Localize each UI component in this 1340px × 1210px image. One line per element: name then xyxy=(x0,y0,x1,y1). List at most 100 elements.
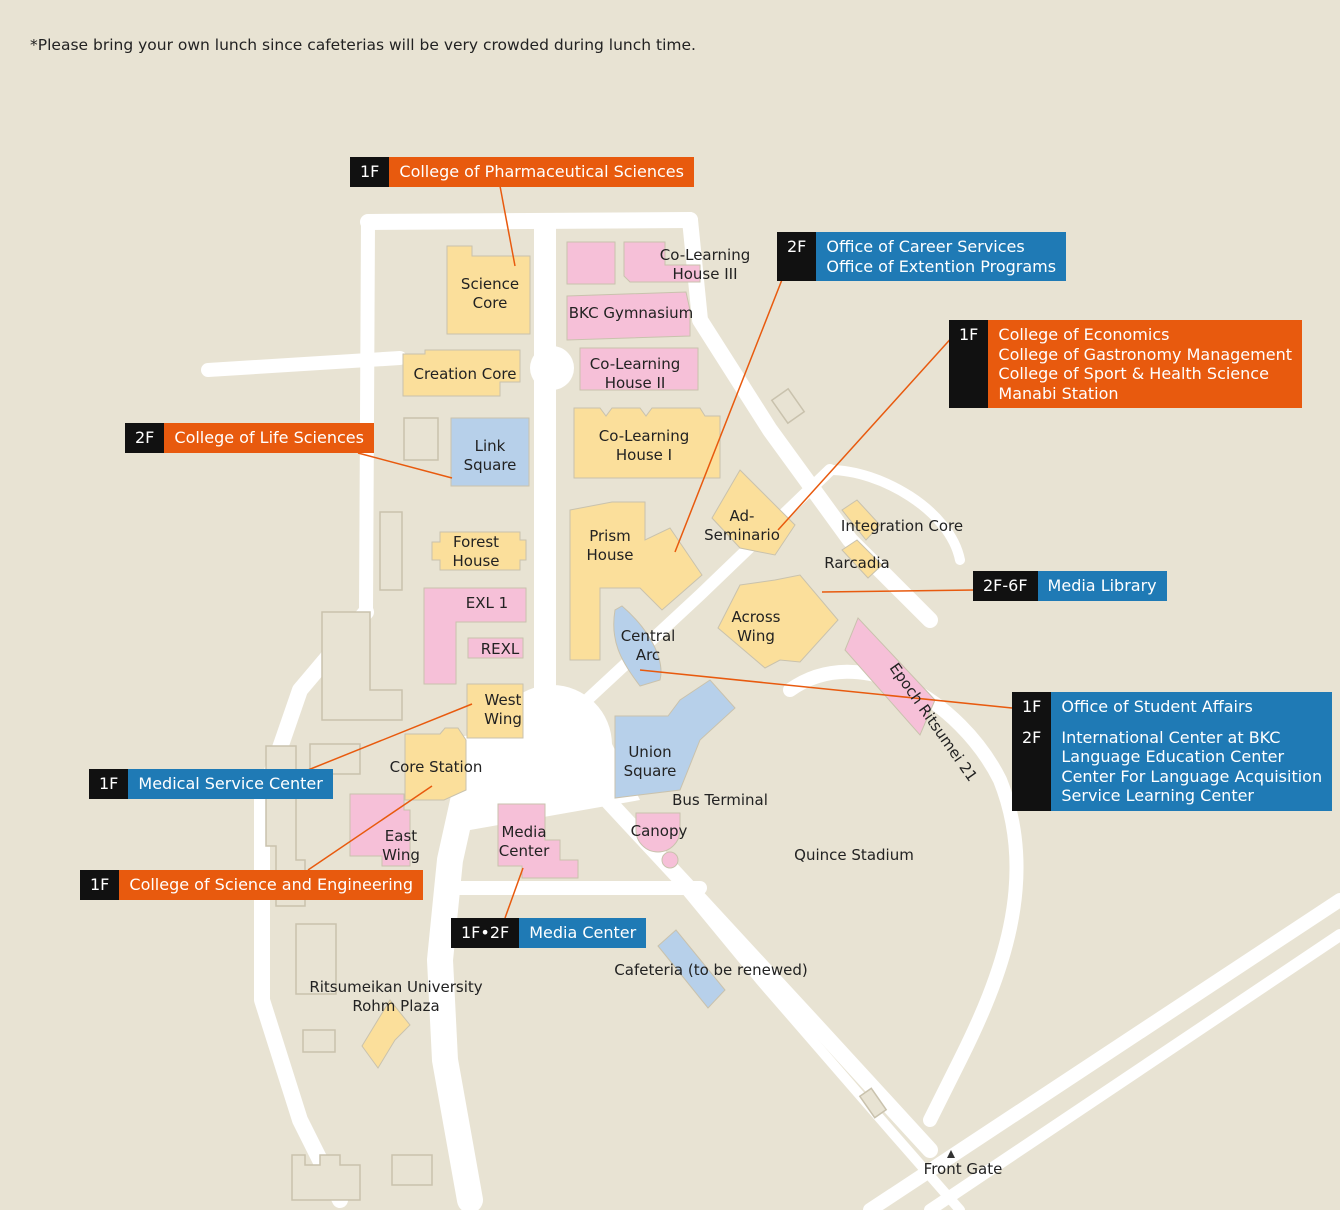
building-epoch xyxy=(844,617,936,736)
building-link-square xyxy=(450,417,530,487)
callout-media-center[interactable]: 1F•2F Media Center xyxy=(451,918,647,948)
road-west-edge xyxy=(359,215,375,619)
label-west-wing[interactable]: West Wing xyxy=(484,691,522,728)
callout-line: College of Gastronomy Management xyxy=(998,344,1292,364)
callout-career[interactable]: 2F Office of Career Services Office of E… xyxy=(777,232,1067,281)
label-forest-house[interactable]: Forest House xyxy=(452,533,500,570)
callout-line: International Center at BKC xyxy=(1061,727,1281,747)
callout-line: Manabi Station xyxy=(998,383,1119,403)
building-rarcadia xyxy=(841,539,883,579)
building-integration-core xyxy=(841,499,881,541)
label-link-square[interactable]: Link Square xyxy=(463,437,517,474)
label-prism-house[interactable]: Prism House xyxy=(586,527,634,564)
label-ad-seminario[interactable]: Ad- Seminario xyxy=(704,507,780,544)
label-canopy[interactable]: Canopy xyxy=(630,822,688,840)
label-rarcadia[interactable]: Rarcadia xyxy=(824,554,890,572)
building-canopy xyxy=(635,812,681,853)
callout-line: College of Science and Engineering xyxy=(129,875,413,894)
floor-tag: 1F xyxy=(959,325,979,344)
building-across-wing xyxy=(717,574,839,669)
building-colearning3-a xyxy=(566,241,616,285)
callout-line: Media Center xyxy=(529,923,637,942)
callout-line: Medical Service Center xyxy=(138,774,323,793)
label-cafeteria[interactable]: Cafeteria (to be renewed) xyxy=(614,961,808,979)
floor-tag: 1F xyxy=(360,162,380,181)
building-forest-house xyxy=(431,531,527,571)
callout-line: College of Economics xyxy=(998,325,1170,344)
building-cafeteria xyxy=(657,929,726,1009)
label-union-square[interactable]: Union Square xyxy=(623,743,677,780)
label-front-gate[interactable]: Front Gate xyxy=(923,1160,1003,1178)
label-media-center[interactable]: Media Center xyxy=(498,823,550,860)
callout-line: Center For Language Acquisition xyxy=(1061,766,1323,786)
label-bus-terminal[interactable]: Bus Terminal xyxy=(672,791,768,809)
plaza-wedge xyxy=(430,720,640,830)
lunch-note: *Please bring your own lunch since cafet… xyxy=(30,36,696,54)
floor-tag: 2F xyxy=(135,428,155,447)
building-core-station xyxy=(404,727,467,801)
highway-1 xyxy=(863,893,1340,1210)
building-bkc-gym xyxy=(566,291,691,341)
label-east-wing[interactable]: East Wing xyxy=(382,827,420,864)
floor-tag: 2F-6F xyxy=(983,576,1028,595)
floor-tag: 1F xyxy=(1022,697,1042,716)
road-diagonal-ne xyxy=(554,464,836,731)
callout-science-engineering[interactable]: 1F College of Science and Engineering xyxy=(80,870,423,900)
roads xyxy=(201,212,1340,1210)
label-colearning2[interactable]: Co-Learning House II xyxy=(589,355,681,392)
road-ring-ne xyxy=(825,465,965,565)
building-west-wing xyxy=(466,683,524,739)
floor-tag: 2F xyxy=(787,237,807,256)
floor-tag: 1F xyxy=(99,774,119,793)
label-integration-core[interactable]: Integration Core xyxy=(840,517,964,535)
stadium-ring xyxy=(783,664,1024,1127)
callout-medical[interactable]: 1F Medical Service Center xyxy=(89,769,333,799)
highway-3 xyxy=(615,805,965,1210)
label-science-core[interactable]: Science Core xyxy=(460,275,520,312)
label-colearning3[interactable]: Co-Learning House III xyxy=(659,246,751,283)
label-colearning1[interactable]: Co-Learning House I xyxy=(598,427,690,464)
building-central-arc xyxy=(613,605,662,687)
label-quince-stadium[interactable]: Quince Stadium xyxy=(794,846,914,864)
building-colearning3-b xyxy=(623,241,701,283)
building-canopy-small xyxy=(661,851,679,869)
building-science-core xyxy=(446,245,531,335)
floor-tag: 1F xyxy=(90,875,110,894)
label-central-arc[interactable]: Central Arc xyxy=(620,627,676,664)
building-colearning1 xyxy=(573,407,721,479)
callout-line: College of Pharmaceutical Sciences xyxy=(399,162,684,181)
building-rohm-plaza xyxy=(361,999,411,1069)
building-union-square xyxy=(614,679,736,799)
callout-student-affairs[interactable]: 1F 2F Office of Student Affairs Internat… xyxy=(1012,692,1333,811)
label-rohm-plaza[interactable]: Ritsumeikan University Rohm Plaza xyxy=(309,978,483,1015)
building-media-center xyxy=(497,803,579,879)
label-rexl[interactable]: REXL xyxy=(480,640,520,658)
building-creation-core xyxy=(402,349,521,397)
label-across-wing[interactable]: Across Wing xyxy=(731,608,781,645)
floor-tag: 2F xyxy=(1022,727,1042,747)
callout-line: College of Sport & Health Science xyxy=(998,364,1269,383)
callout-line: Language Education Center xyxy=(1061,747,1285,766)
connector-lines xyxy=(307,185,1013,919)
highway-2 xyxy=(924,929,1340,1210)
building-exl1 xyxy=(423,587,527,685)
road-north xyxy=(360,212,698,230)
road-south xyxy=(427,757,483,1210)
label-exl1[interactable]: EXL 1 xyxy=(465,594,509,612)
label-core-station[interactable]: Core Station xyxy=(389,758,483,776)
callout-media-library[interactable]: 2F-6F Media Library xyxy=(973,571,1167,601)
building-east-wing xyxy=(349,793,411,867)
callout-life-sciences[interactable]: 2F College of Life Sciences xyxy=(125,423,374,453)
callout-pharmaceutical[interactable]: 1F College of Pharmaceutical Sciences xyxy=(350,157,694,187)
road-horizontal-nw xyxy=(201,351,407,377)
callout-line: Office of Career Services xyxy=(826,237,1025,256)
callout-line: Media Library xyxy=(1047,576,1157,595)
building-ad-seminario xyxy=(711,469,796,556)
label-bkc-gym[interactable]: BKC Gymnasium xyxy=(568,304,694,322)
callout-economics[interactable]: 1F College of Economics College of Gastr… xyxy=(949,320,1302,408)
floor-tag: 1F•2F xyxy=(461,923,510,942)
label-creation-core[interactable]: Creation Core xyxy=(413,365,517,383)
callout-line: Office of Extention Programs xyxy=(826,256,1057,276)
buildings xyxy=(349,241,936,1069)
